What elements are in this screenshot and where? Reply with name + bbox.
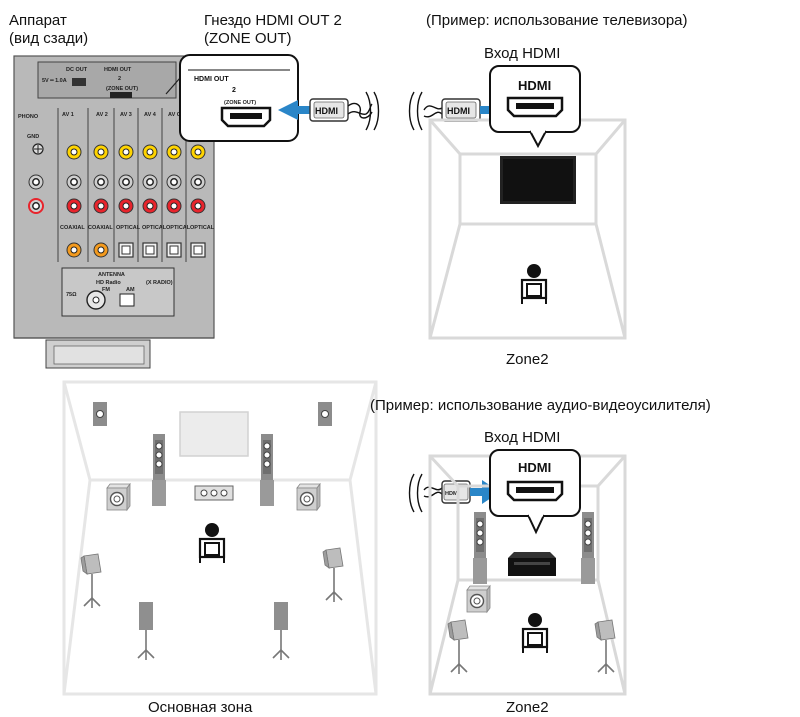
zone2-label-av: Zone2 <box>506 699 549 716</box>
surround-back-speaker-right <box>272 601 290 661</box>
front-speaker-left <box>472 511 488 585</box>
svg-text:FM: FM <box>102 287 110 293</box>
front-speaker-right <box>580 511 596 585</box>
surround-speaker-right <box>322 547 344 603</box>
front-speaker-right <box>259 433 275 507</box>
rca-row-red <box>66 198 206 214</box>
cable-plug-label-2: HDMI <box>447 106 470 116</box>
rca-row-yellow <box>66 144 206 160</box>
dc-out-label: DC OUT <box>66 67 88 73</box>
svg-text:2: 2 <box>232 87 236 94</box>
hdmi-cable-av: HDMI <box>408 473 500 513</box>
example-av-caption: (Пример: использование аудио-видеоусилит… <box>370 397 711 414</box>
svg-text:75Ω: 75Ω <box>66 292 77 298</box>
main-zone-label: Основная зона <box>148 699 253 716</box>
hdmi-port-icon <box>506 96 564 118</box>
svg-text:AV OUT: AV OUT <box>168 112 189 118</box>
tv-icon <box>500 156 576 204</box>
zone2-label-tv: Zone2 <box>506 351 549 368</box>
hdmi-input-callout-av: HDMI <box>489 449 581 535</box>
cable-plug-label-3: HDMI <box>445 491 460 497</box>
svg-text:AV 3: AV 3 <box>120 112 132 118</box>
front-height-speaker-left <box>92 401 108 427</box>
hdmi-input-callout-tv: HDMI <box>489 65 581 149</box>
surround-speaker-right <box>594 619 616 675</box>
svg-text:COAXIAL: COAXIAL <box>60 225 85 231</box>
av-receiver-icon <box>508 552 556 576</box>
dc-rating-label: 5V ━ 1.0A <box>42 78 67 84</box>
hdmi-port-icon <box>506 480 564 502</box>
main-zone-room <box>62 380 378 696</box>
phono-label: PHONO <box>18 114 39 120</box>
svg-text:AV 1: AV 1 <box>62 112 74 118</box>
callout-hdmi-label-av: HDMI <box>518 460 551 475</box>
surround-speaker-left <box>80 553 102 609</box>
surround-speaker-left <box>447 619 469 675</box>
hdmi-input-label-av: Вход HDMI <box>484 429 561 446</box>
svg-text:(ZONE OUT): (ZONE OUT) <box>106 86 138 92</box>
zoom-hdmi-out-label: HDMI OUT <box>194 76 229 83</box>
hdmi-input-label-tv: Вход HDMI <box>484 45 561 62</box>
svg-text:2: 2 <box>118 76 121 82</box>
example-tv-caption: (Пример: использование телевизора) <box>426 12 688 29</box>
device-sublabel: (вид сзади) <box>9 30 89 47</box>
gnd-label: GND <box>27 134 39 140</box>
front-height-speaker-right <box>317 401 333 427</box>
hdmi-port-icon <box>220 106 272 128</box>
cable-plug-label-1: HDMI <box>315 106 338 116</box>
svg-text:AV 4: AV 4 <box>144 112 157 118</box>
hdmi-cable-tv: HDMI <box>408 91 504 131</box>
hdmi-out-jack-label: Гнездо HDMI OUT 2 <box>204 12 342 29</box>
listener-icon <box>198 521 226 565</box>
callout-hdmi-label-tv: HDMI <box>518 78 551 93</box>
hdmi-out-zoom-callout: HDMI OUT 2 (ZONE OUT) <box>165 54 299 142</box>
svg-text:HD Radio: HD Radio <box>96 280 121 286</box>
subwoofer <box>466 585 491 613</box>
device-label: Аппарат <box>9 12 67 29</box>
center-speaker <box>194 485 234 501</box>
svg-text:COAXIAL: COAXIAL <box>88 225 113 231</box>
hdmi-cable-receiver: HDMI <box>278 91 380 131</box>
listener-icon <box>521 611 549 655</box>
subwoofer-right <box>296 483 321 511</box>
front-speaker-left <box>151 433 167 507</box>
svg-text:OPTICAL: OPTICAL <box>190 225 215 231</box>
surround-back-speaker-left <box>137 601 155 661</box>
svg-text:OPTICAL: OPTICAL <box>116 225 141 231</box>
zone2-tv-room <box>428 118 627 340</box>
svg-text:(X RADIO): (X RADIO) <box>146 280 173 286</box>
svg-text:OPTICAL: OPTICAL <box>166 225 191 231</box>
svg-text:OPTICAL: OPTICAL <box>142 225 167 231</box>
svg-text:(ZONE OUT): (ZONE OUT) <box>224 100 256 106</box>
panel-hdmi-out-label: HDMI OUT <box>104 67 132 73</box>
subwoofer-left <box>106 483 131 511</box>
svg-text:AM: AM <box>126 287 135 293</box>
antenna-label: ANTENNA <box>98 272 125 278</box>
svg-text:AV 2: AV 2 <box>96 112 108 118</box>
listener-icon <box>520 262 548 306</box>
hdmi-out-jack-sublabel: (ZONE OUT) <box>204 30 292 47</box>
